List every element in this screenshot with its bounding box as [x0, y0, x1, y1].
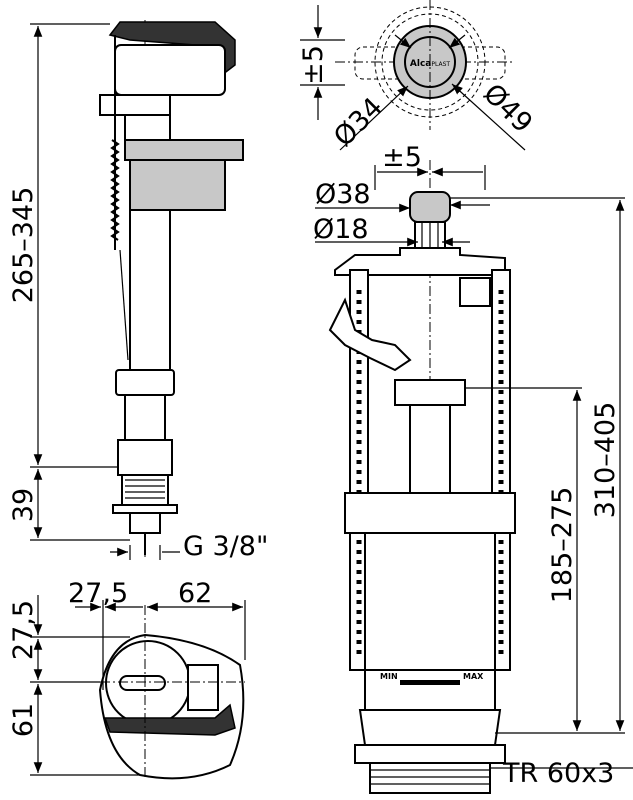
top-offset-v-label: 27,5 — [8, 600, 39, 660]
flush-adjust-label: ±5 — [382, 142, 422, 173]
min-label: MIN — [380, 672, 398, 681]
fill-valve-top-dimensions: 27,5 62 27,5 61 — [8, 578, 246, 776]
thread-label: TR 60x3 — [502, 758, 614, 789]
fill-valve-top-view — [98, 605, 245, 780]
top-width-label: 62 — [178, 578, 212, 609]
fill-valve-height-label: 265–345 — [8, 187, 39, 304]
thread-size-label: G 3/8" — [183, 531, 268, 562]
button-diameter-label: Ø38 — [315, 179, 371, 210]
thread-length-label: 39 — [8, 488, 39, 522]
alcaplast-logo: AlcaPLAST — [410, 59, 450, 69]
max-label: MAX — [463, 672, 484, 681]
rod-diameter-label: Ø18 — [313, 214, 369, 245]
fill-valve-dimensions: 265–345 39 G 3/8" — [8, 23, 268, 562]
top-offset-h-label: 27,5 — [68, 578, 128, 609]
button-top-view: AlcaPLAST ±5 Ø34 Ø49 — [298, 0, 538, 153]
button-adjust-v-label: ±5 — [298, 45, 329, 85]
button-outer-diameter-label: Ø49 — [477, 78, 538, 139]
flush-valve-side-view: MIN MAX — [328, 160, 516, 794]
top-depth-label: 61 — [8, 703, 39, 737]
flush-valve-dimensions: ±5 Ø38 Ø18 185–275 310–405 TR 60x3 — [313, 142, 633, 789]
fill-valve-side-view — [99, 20, 244, 560]
total-height-label: 310–405 — [590, 402, 621, 519]
overflow-height-label: 185–275 — [547, 487, 578, 604]
button-inner-diameter-label: Ø34 — [328, 92, 389, 153]
